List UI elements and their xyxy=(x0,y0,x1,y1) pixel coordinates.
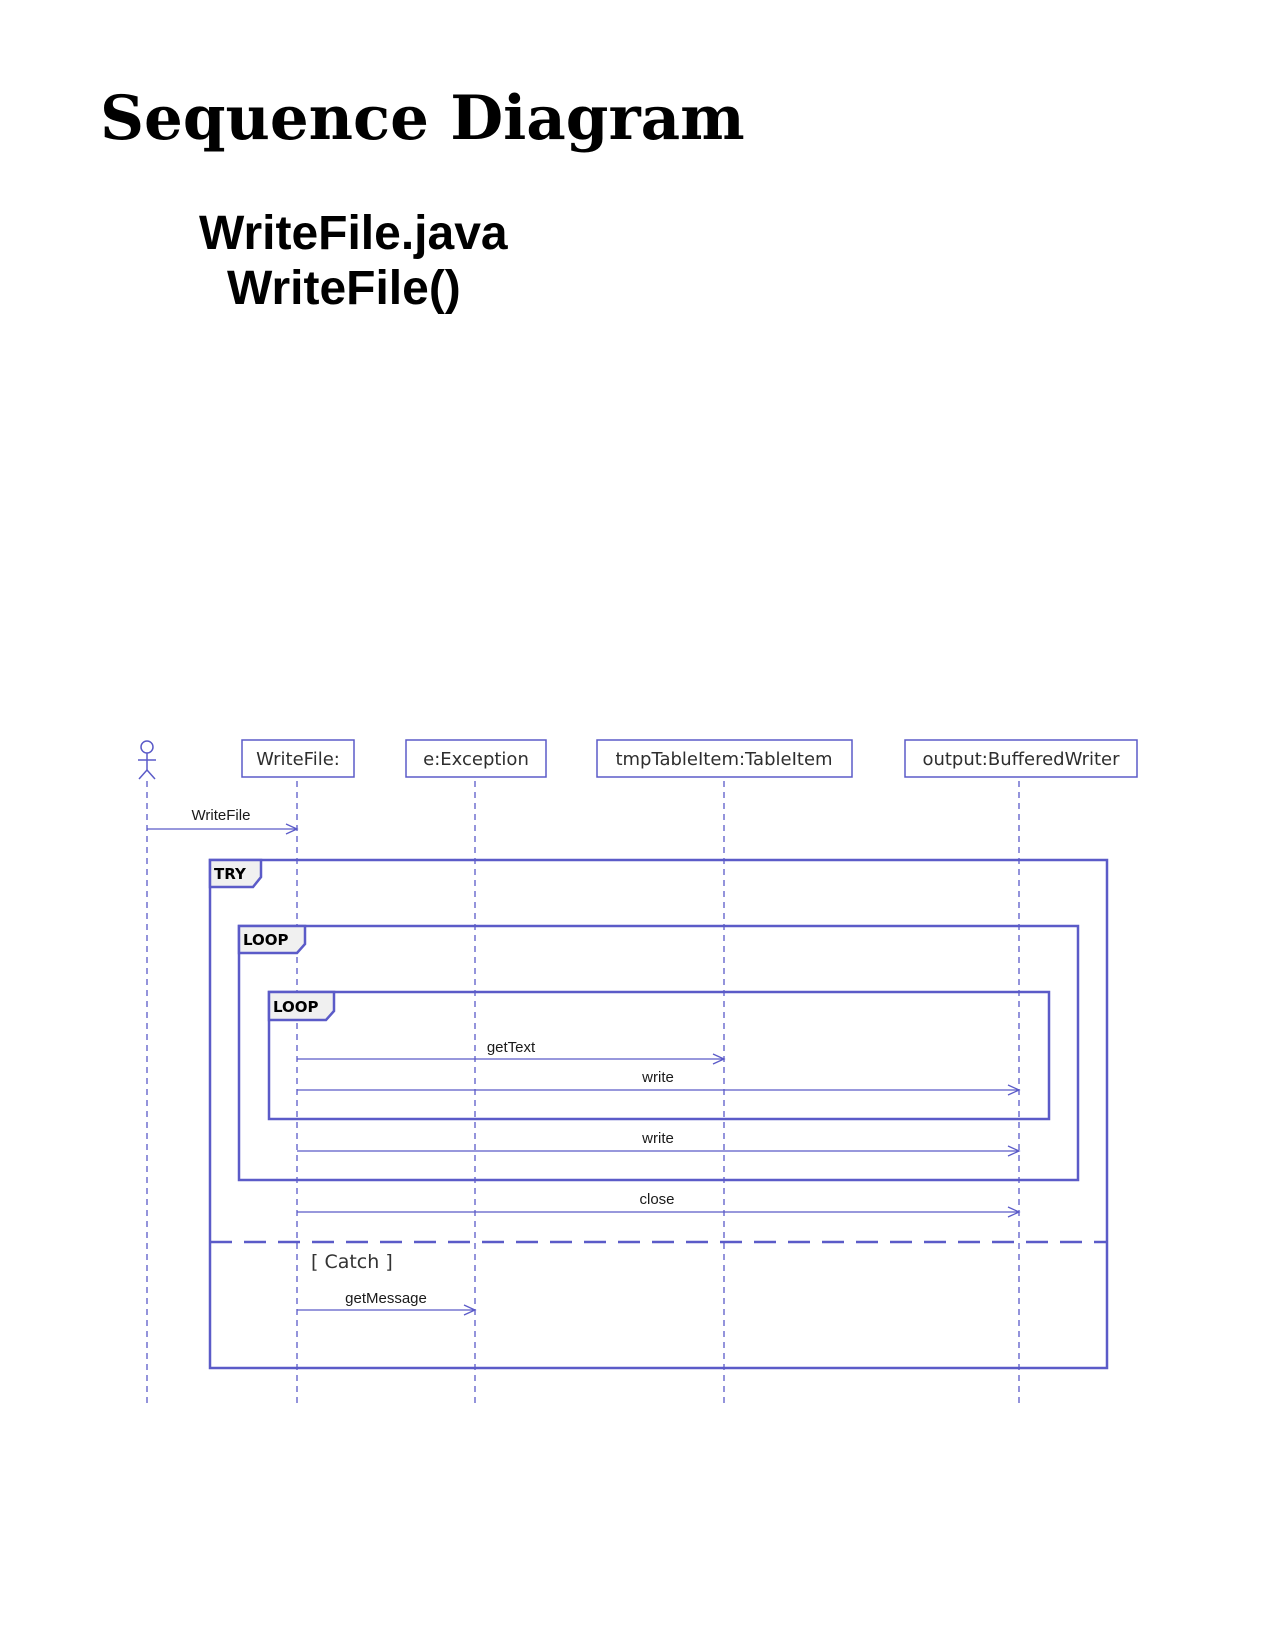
lifeline-head-tableitem: tmpTableItem:TableItem xyxy=(596,739,853,778)
message-label: close xyxy=(639,1191,674,1208)
message-write-outer: write xyxy=(297,1130,1021,1157)
message-label: WriteFile xyxy=(192,807,251,824)
message-write-inner: write xyxy=(297,1069,1021,1096)
message-label: getText xyxy=(487,1039,536,1056)
message-label: write xyxy=(641,1130,674,1147)
message-getmessage: getMessage xyxy=(297,1290,477,1316)
message-label: write xyxy=(641,1069,674,1086)
message-label: getMessage xyxy=(345,1290,427,1307)
lifeline-label: output:BufferedWriter xyxy=(922,749,1120,770)
fragment-label: LOOP xyxy=(273,998,319,1016)
lifeline-head-writer: output:BufferedWriter xyxy=(904,739,1138,778)
page-title: Sequence Diagram xyxy=(100,83,745,154)
lifeline-label: WriteFile: xyxy=(256,749,340,770)
inner-loop-fragment: LOOP xyxy=(267,990,1051,1121)
fragment-label: TRY xyxy=(214,865,247,883)
fragment-label: LOOP xyxy=(243,931,289,949)
message-close: close xyxy=(297,1191,1021,1218)
stick-figure-actor-icon xyxy=(138,740,156,780)
outer-loop-fragment: LOOP xyxy=(237,924,1080,1182)
file-name-heading: WriteFile.java xyxy=(199,207,508,260)
lifeline-label: e:Exception xyxy=(423,749,529,770)
try-fragment: TRY [ Catch ] xyxy=(208,858,1109,1370)
catch-guard-label: [ Catch ] xyxy=(311,1251,393,1273)
lifeline-head-writefile: WriteFile: xyxy=(241,739,355,778)
message-gettext: getText xyxy=(297,1039,726,1065)
lifeline-label: tmpTableItem:TableItem xyxy=(615,749,832,770)
method-name-heading: WriteFile() xyxy=(227,262,461,315)
message-writefile: WriteFile xyxy=(147,807,299,835)
lifeline-head-exception: e:Exception xyxy=(405,739,547,778)
